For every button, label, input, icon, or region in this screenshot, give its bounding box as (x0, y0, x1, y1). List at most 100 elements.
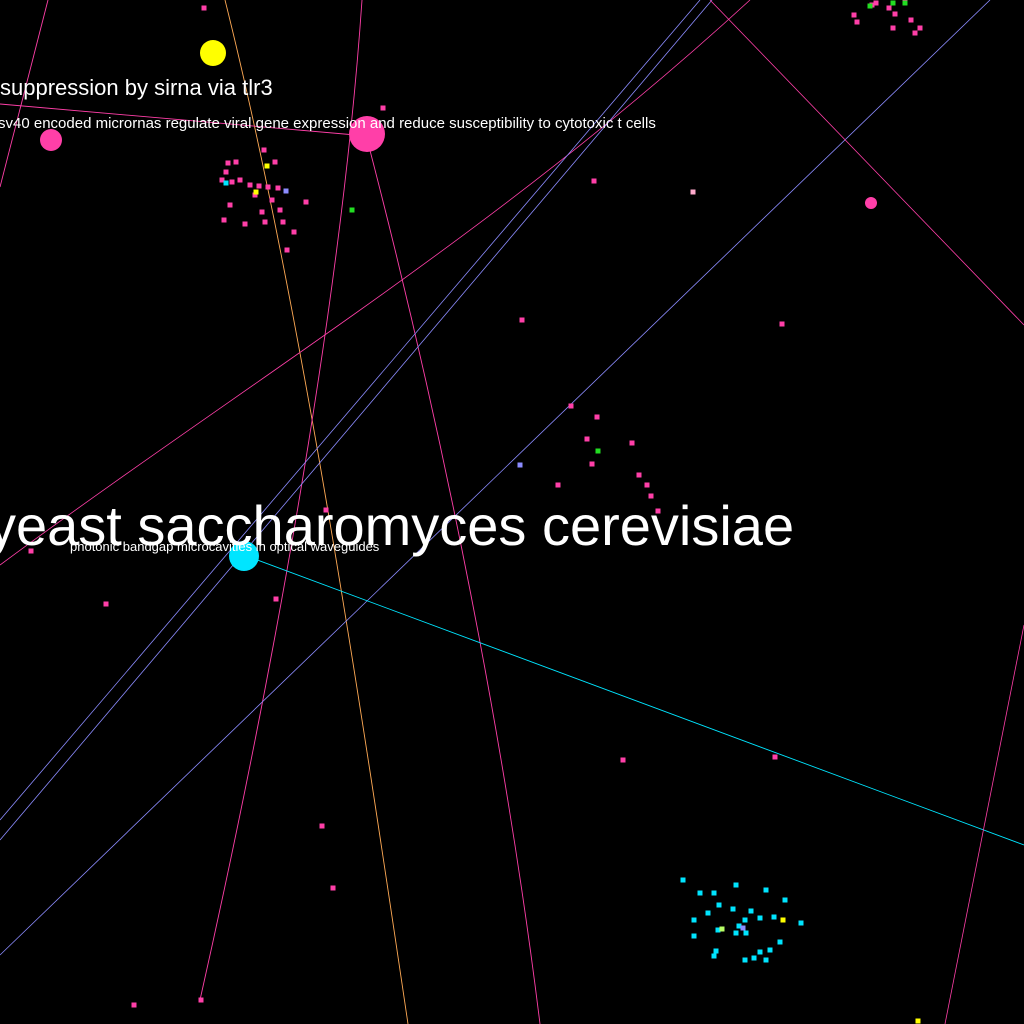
cluster-d-dot-23 (711, 953, 717, 959)
cluster-d-dot-22 (713, 948, 719, 954)
cluster-c-dot-6 (890, 25, 896, 31)
cluster-a-dot-4 (219, 177, 225, 183)
cluster-d-dot-14 (798, 920, 804, 926)
cluster-a-dot-1 (233, 159, 239, 165)
isolated-dot-5 (28, 548, 34, 554)
edge-3 (365, 134, 541, 1024)
isolated-dot-14 (198, 997, 204, 1003)
cluster-d-dot-15 (715, 927, 721, 933)
node-label-tlr3[interactable]: suppression by sirna via tlr3 (0, 75, 273, 100)
cluster-d-dot-9 (705, 910, 711, 916)
cluster-c-dot-3 (873, 0, 879, 6)
isolated-dot-8 (323, 507, 329, 513)
edge-2 (199, 0, 363, 1001)
isolated-dot-9 (620, 757, 626, 763)
cluster-c-dot-1 (854, 19, 860, 25)
cluster-a-dot-6 (256, 183, 262, 189)
edge-9 (709, 0, 1024, 326)
cluster-c-dot-4 (886, 5, 892, 11)
cluster-c-dot-10 (917, 25, 923, 31)
isolated-light-pink (690, 189, 696, 195)
cluster-b-periwinkle (517, 462, 523, 468)
cluster-b-dot-8 (655, 508, 661, 514)
cluster-d-dot-13 (771, 914, 777, 920)
isolated-dot-4 (779, 321, 785, 327)
cluster-c-green (867, 3, 873, 9)
cluster-d-dot-18 (691, 933, 697, 939)
cluster-b-dot-4 (589, 461, 595, 467)
node-photonic[interactable] (229, 541, 259, 571)
cluster-a-dot-19 (284, 247, 290, 253)
cluster-d-periwinkle (740, 925, 746, 931)
edge-11 (944, 624, 1024, 1024)
cluster-d-dot-27 (736, 923, 742, 929)
cluster-a-yellow (264, 163, 270, 169)
cluster-c-green-3 (902, 0, 908, 6)
node-pink-left[interactable] (40, 129, 62, 151)
cluster-d-dot-0 (680, 877, 686, 883)
edge-1 (224, 0, 409, 1024)
edge-0 (0, 0, 49, 188)
cluster-a-dot-11 (259, 209, 265, 215)
cluster-a-cyan (223, 180, 229, 186)
node-label-photonic[interactable]: photonic bandgap microcavities in optica… (70, 539, 380, 554)
edge-4 (0, 103, 368, 137)
cluster-a-dot-3 (229, 179, 235, 185)
green-dot-a (349, 207, 355, 213)
cluster-a-periwinkle (283, 188, 289, 194)
isolated-dot-6 (103, 601, 109, 607)
isolated-dot-1 (380, 105, 386, 111)
cluster-a-dot-13 (227, 202, 233, 208)
isolated-dot-2 (591, 178, 597, 184)
cluster-a-dot-14 (221, 217, 227, 223)
edge-5 (0, 0, 751, 566)
cluster-a-dot-20 (303, 199, 309, 205)
cluster-b-dot-9 (555, 482, 561, 488)
cluster-c-green-2 (890, 0, 896, 6)
cluster-a-dot-22 (272, 159, 278, 165)
node-label-sv40[interactable]: sv40 encoded micrornas regulate viral ge… (0, 115, 656, 132)
node-pink-right[interactable] (865, 197, 877, 209)
cluster-b-dot-3 (629, 440, 635, 446)
cluster-a-dot-18 (291, 229, 297, 235)
node-sv40[interactable] (349, 116, 385, 152)
cluster-c-dot-8 (908, 17, 914, 23)
isolated-dot-3 (519, 317, 525, 323)
cluster-d-dot-17 (743, 930, 749, 936)
cluster-d-dot-4 (763, 887, 769, 893)
cluster-a-dot-17 (280, 219, 286, 225)
cluster-a-dot-0 (225, 160, 231, 166)
isolated-dot-10 (772, 754, 778, 760)
cluster-a-dot-7 (252, 192, 258, 198)
cluster-d-dot-26 (763, 957, 769, 963)
isolated-dot-11 (319, 823, 325, 829)
cluster-d-dot-11 (742, 917, 748, 923)
cluster-c-dot-9 (912, 30, 918, 36)
cluster-b-dot-7 (648, 493, 654, 499)
edge-8 (0, 0, 991, 956)
cluster-d-dot-12 (757, 915, 763, 921)
cluster-a-dot-21 (261, 147, 267, 153)
cluster-a-dot-8 (265, 184, 271, 190)
isolated-dot-7 (273, 596, 279, 602)
cluster-a-dot-5 (247, 182, 253, 188)
cluster-c-dot-0 (851, 12, 857, 18)
cluster-d-dot-8 (748, 908, 754, 914)
cluster-d-dot-6 (716, 902, 722, 908)
cluster-a-dot-2 (223, 169, 229, 175)
cluster-d-dot-3 (733, 882, 739, 888)
cluster-d-lime (719, 926, 725, 932)
cluster-d-dot-10 (691, 917, 697, 923)
cluster-a-dot-10 (269, 197, 275, 203)
cluster-b-dot-2 (584, 436, 590, 442)
cluster-d-dot-2 (711, 890, 717, 896)
isolated-dot-13 (131, 1002, 137, 1008)
node-yellow-major[interactable] (200, 40, 226, 66)
cluster-d-dot-1 (697, 890, 703, 896)
cluster-c-dot-5 (892, 11, 898, 17)
isolated-yellow-bottom (915, 1018, 921, 1024)
cluster-d-dot-7 (730, 906, 736, 912)
cluster-b-dot-5 (636, 472, 642, 478)
node-label-yeast[interactable]: yeast saccharomyces cerevisiae (0, 494, 795, 557)
cluster-d-dot-21 (767, 947, 773, 953)
